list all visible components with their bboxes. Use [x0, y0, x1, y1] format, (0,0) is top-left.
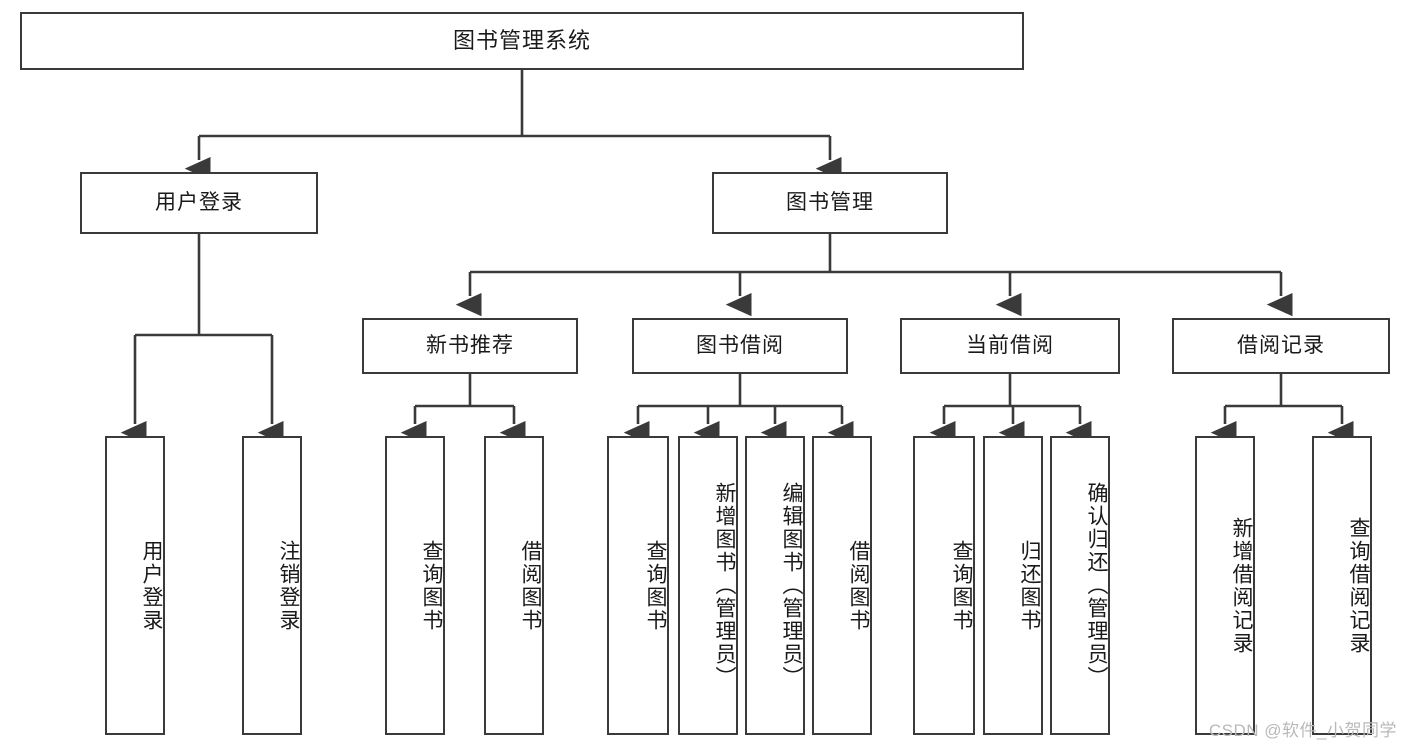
node-leaf-query-books-borrow-label: 查询图书 — [644, 539, 667, 632]
node-leaf-query-borrow-record[interactable]: 查询借阅记录 — [1312, 436, 1372, 735]
node-book-borrow[interactable]: 图书借阅 — [632, 318, 848, 374]
node-leaf-confirm-return-admin[interactable]: 确认归还（管理员） — [1050, 436, 1110, 735]
node-leaf-borrow-books-recommend[interactable]: 借阅图书 — [484, 436, 544, 735]
node-leaf-query-books-recommend-label: 查询图书 — [420, 539, 443, 632]
node-leaf-borrow-books-label: 借阅图书 — [847, 539, 870, 632]
watermark: CSDN @软件_小贺同学 — [1208, 721, 1397, 740]
node-leaf-edit-book-admin[interactable]: 编辑图书（管理员） — [745, 436, 805, 735]
node-leaf-return-books-label: 归还图书 — [1018, 539, 1041, 632]
node-book-management[interactable]: 图书管理 — [712, 172, 948, 234]
node-leaf-add-book-admin[interactable]: 新增图书（管理员） — [678, 436, 738, 735]
node-leaf-logout-label: 注销登录 — [277, 539, 300, 632]
node-borrow-record-label: 借阅记录 — [1237, 333, 1325, 357]
node-leaf-add-borrow-record[interactable]: 新增借阅记录 — [1195, 436, 1255, 735]
node-new-book-recommend[interactable]: 新书推荐 — [362, 318, 578, 374]
node-borrow-record[interactable]: 借阅记录 — [1172, 318, 1390, 374]
node-root-label: 图书管理系统 — [452, 28, 591, 54]
node-leaf-query-books-current-label: 查询图书 — [950, 539, 973, 632]
node-leaf-borrow-books[interactable]: 借阅图书 — [812, 436, 872, 735]
node-book-management-label: 图书管理 — [786, 190, 874, 214]
node-leaf-borrow-books-recommend-label: 借阅图书 — [519, 539, 542, 632]
node-leaf-query-borrow-record-label: 查询借阅记录 — [1347, 516, 1370, 655]
node-leaf-confirm-return-admin-label: 确认归还（管理员） — [1085, 482, 1108, 689]
node-leaf-query-books-recommend[interactable]: 查询图书 — [385, 436, 445, 735]
node-current-borrow[interactable]: 当前借阅 — [900, 318, 1120, 374]
node-leaf-return-books[interactable]: 归还图书 — [983, 436, 1043, 735]
node-book-borrow-label: 图书借阅 — [696, 333, 784, 357]
node-leaf-add-borrow-record-label: 新增借阅记录 — [1230, 516, 1253, 655]
node-leaf-edit-book-admin-label: 编辑图书（管理员） — [780, 482, 803, 689]
node-leaf-user-login-label: 用户登录 — [140, 539, 163, 632]
node-root[interactable]: 图书管理系统 — [20, 12, 1024, 70]
node-leaf-query-books-current[interactable]: 查询图书 — [913, 436, 975, 735]
node-leaf-add-book-admin-label: 新增图书（管理员） — [713, 482, 736, 689]
node-user-login[interactable]: 用户登录 — [80, 172, 318, 234]
node-leaf-user-login[interactable]: 用户登录 — [105, 436, 165, 735]
node-user-login-label: 用户登录 — [155, 190, 243, 214]
node-leaf-query-books-borrow[interactable]: 查询图书 — [607, 436, 669, 735]
node-leaf-logout[interactable]: 注销登录 — [242, 436, 302, 735]
node-current-borrow-label: 当前借阅 — [966, 333, 1054, 357]
node-new-book-recommend-label: 新书推荐 — [426, 333, 514, 357]
